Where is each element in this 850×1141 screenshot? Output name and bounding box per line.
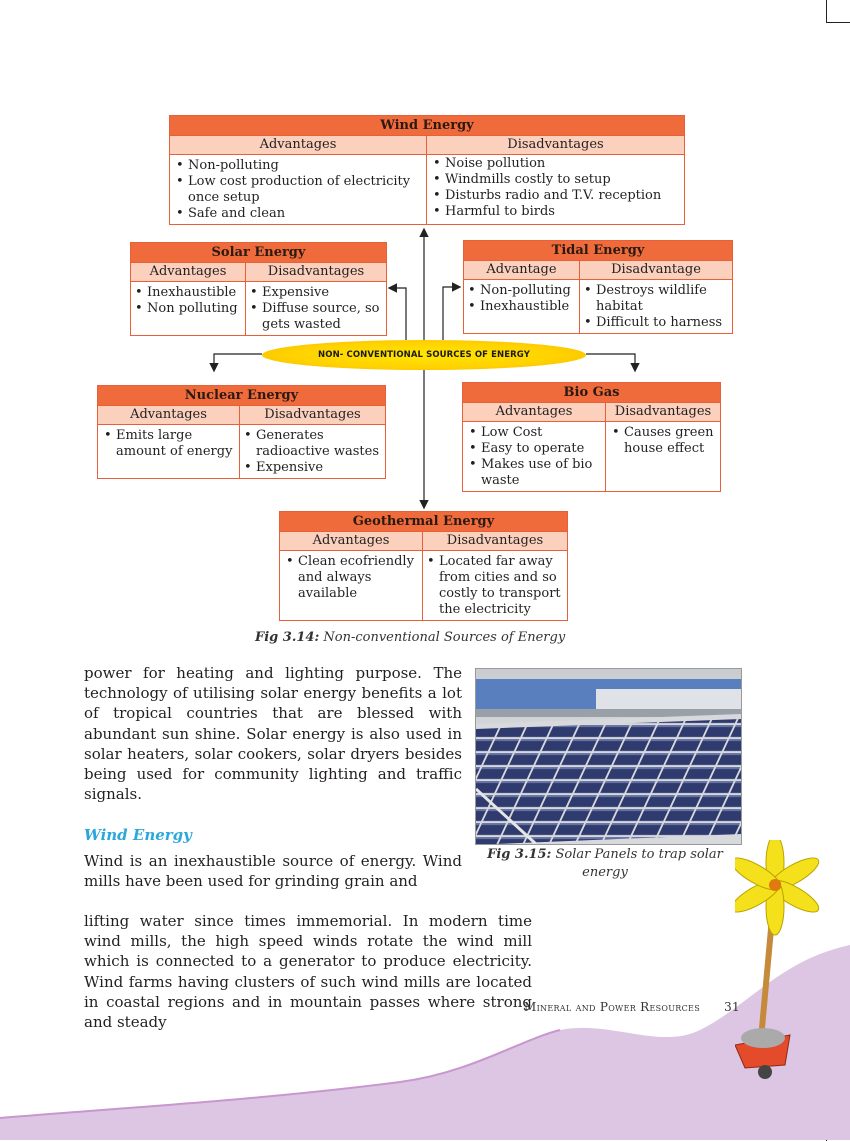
nuclear-disadvantages-header: Disadvantages <box>240 405 385 424</box>
geothermal-disadvantages-list: Located far away from cities and so cost… <box>423 550 567 620</box>
nuclear-advantages-list: Emits large amount of energy <box>98 424 239 474</box>
connector-to-tidal <box>442 282 462 340</box>
stones <box>741 1028 785 1048</box>
tidal-energy-box: Tidal Energy Advantage Non-polluting Ine… <box>463 240 733 334</box>
biogas-disadvantages-header: Disadvantages <box>606 402 720 421</box>
list-item: Causes green house effect <box>611 425 716 457</box>
windmill-illustration <box>735 840 820 1079</box>
list-item: Inexhaustible <box>134 285 241 301</box>
list-item: Harmful to birds <box>432 204 680 220</box>
list-item: Non-polluting <box>175 158 422 174</box>
paragraph-solar: power for heating and lighting purpose. … <box>84 664 462 804</box>
solar-advantages-header: Advantages <box>131 262 245 281</box>
wave-highlight <box>0 1029 561 1119</box>
biogas-advantages-list: Low Cost Easy to operate Makes use of bi… <box>463 421 605 491</box>
geothermal-energy-title: Geothermal Energy <box>280 512 567 531</box>
geothermal-advantages-list: Clean ecofriendly and always available <box>280 550 422 620</box>
paragraph-wind-part1: Wind is an inexhaustible source of energ… <box>84 852 462 891</box>
list-item: Located far away from cities and so cost… <box>426 554 563 618</box>
figure-caption-3-14: Fig 3.14: Non-conventional Sources of En… <box>255 630 565 645</box>
geothermal-energy-box: Geothermal Energy Advantages Clean ecofr… <box>279 511 568 621</box>
tidal-disadvantages-list: Destroys wildlife habitat Difficult to h… <box>580 279 732 333</box>
list-item: Easy to operate <box>468 441 601 457</box>
solar-panels-image <box>476 669 741 844</box>
list-item: Emits large amount of energy <box>103 428 235 460</box>
wheelbarrow-wheel <box>758 1065 772 1079</box>
tidal-advantages-header: Advantage <box>464 260 579 279</box>
wind-disadvantages-list: Noise pollution Windmills costly to setu… <box>427 154 684 222</box>
nuclear-disadvantages-list: Generates radioactive wastes Expensive <box>240 424 385 478</box>
list-item: Expensive <box>249 285 382 301</box>
list-item: Inexhaustible <box>467 299 575 315</box>
list-item: Non-polluting <box>467 283 575 299</box>
solar-energy-box: Solar Energy Advantages Inexhaustible No… <box>130 242 387 336</box>
tidal-energy-title: Tidal Energy <box>464 241 732 260</box>
wind-energy-title: Wind Energy <box>170 116 684 135</box>
connector-to-nuclear <box>209 353 262 373</box>
windmill-blades <box>735 840 820 936</box>
solar-disadvantages-list: Expensive Diffuse source, so gets wasted <box>246 281 386 335</box>
figure-caption-3-15: Fig 3.15: Solar Panels to trap solar ene… <box>480 846 730 882</box>
list-item: Expensive <box>243 460 381 476</box>
biogas-disadvantages-list: Causes green house effect <box>606 421 720 490</box>
wind-advantages-header: Advantages <box>170 135 426 154</box>
solar-panels-photo <box>475 668 742 845</box>
list-item: Disturbs radio and T.V. reception <box>432 188 680 204</box>
center-ellipse-label: NON- CONVENTIONAL SOURCES OF ENERGY <box>262 340 586 370</box>
list-item: Diffuse source, so gets wasted <box>249 301 382 333</box>
connector-to-solar <box>387 283 407 340</box>
biogas-advantages-header: Advantages <box>463 402 605 421</box>
list-item: Clean ecofriendly and always available <box>285 554 418 602</box>
wind-advantages-list: Non-polluting Low cost production of ele… <box>170 154 426 224</box>
solar-advantages-list: Inexhaustible Non polluting <box>131 281 245 319</box>
solar-disadvantages-header: Disadvantages <box>246 262 386 281</box>
paragraph-wind-part2: lifting water since times immemorial. In… <box>84 912 532 1032</box>
list-item: Destroys wildlife habitat <box>583 283 728 315</box>
solar-energy-title: Solar Energy <box>131 243 386 262</box>
list-item: Safe and clean <box>175 206 422 222</box>
figure-caption-text: Solar Panels to trap solar energy <box>555 847 723 880</box>
tidal-disadvantages-header: Disadvantage <box>580 260 732 279</box>
section-heading-wind-energy: Wind Energy <box>84 826 192 844</box>
nuclear-energy-title: Nuclear Energy <box>98 386 385 405</box>
list-item: Non polluting <box>134 301 241 317</box>
list-item: Noise pollution <box>432 156 680 172</box>
list-item: Low cost production of electricity once … <box>175 174 422 206</box>
crop-mark-top-right <box>826 0 850 23</box>
connector-lines <box>209 227 640 510</box>
list-item: Makes use of bio waste <box>468 457 601 489</box>
nuclear-energy-box: Nuclear Energy Advantages Emits large am… <box>97 385 386 479</box>
list-item: Windmills costly to setup <box>432 172 680 188</box>
running-footer: Mineral and Power Resources 31 <box>524 1000 740 1014</box>
geothermal-advantages-header: Advantages <box>280 531 422 550</box>
nuclear-advantages-header: Advantages <box>98 405 239 424</box>
tidal-advantages-list: Non-polluting Inexhaustible <box>464 279 579 317</box>
page-number: 31 <box>724 1000 740 1014</box>
wind-disadvantages-header: Disadvantages <box>427 135 684 154</box>
biogas-title: Bio Gas <box>463 383 720 402</box>
list-item: Generates radioactive wastes <box>243 428 381 460</box>
figure-caption-text: Non-conventional Sources of Energy <box>323 630 566 645</box>
biogas-box: Bio Gas Advantages Low Cost Easy to oper… <box>462 382 721 492</box>
figure-caption-label: Fig 3.15: <box>487 847 552 862</box>
list-item: Low Cost <box>468 425 601 441</box>
wave-shape <box>0 945 850 1140</box>
wind-energy-box: Wind Energy Advantages Non-polluting Low… <box>169 115 685 225</box>
geothermal-disadvantages-header: Disadvantages <box>423 531 567 550</box>
list-item: Difficult to harness <box>583 315 728 331</box>
connector-to-biogas <box>586 353 640 373</box>
figure-caption-label: Fig 3.14: <box>255 630 320 645</box>
footer-title: Mineral and Power Resources <box>524 1000 700 1014</box>
